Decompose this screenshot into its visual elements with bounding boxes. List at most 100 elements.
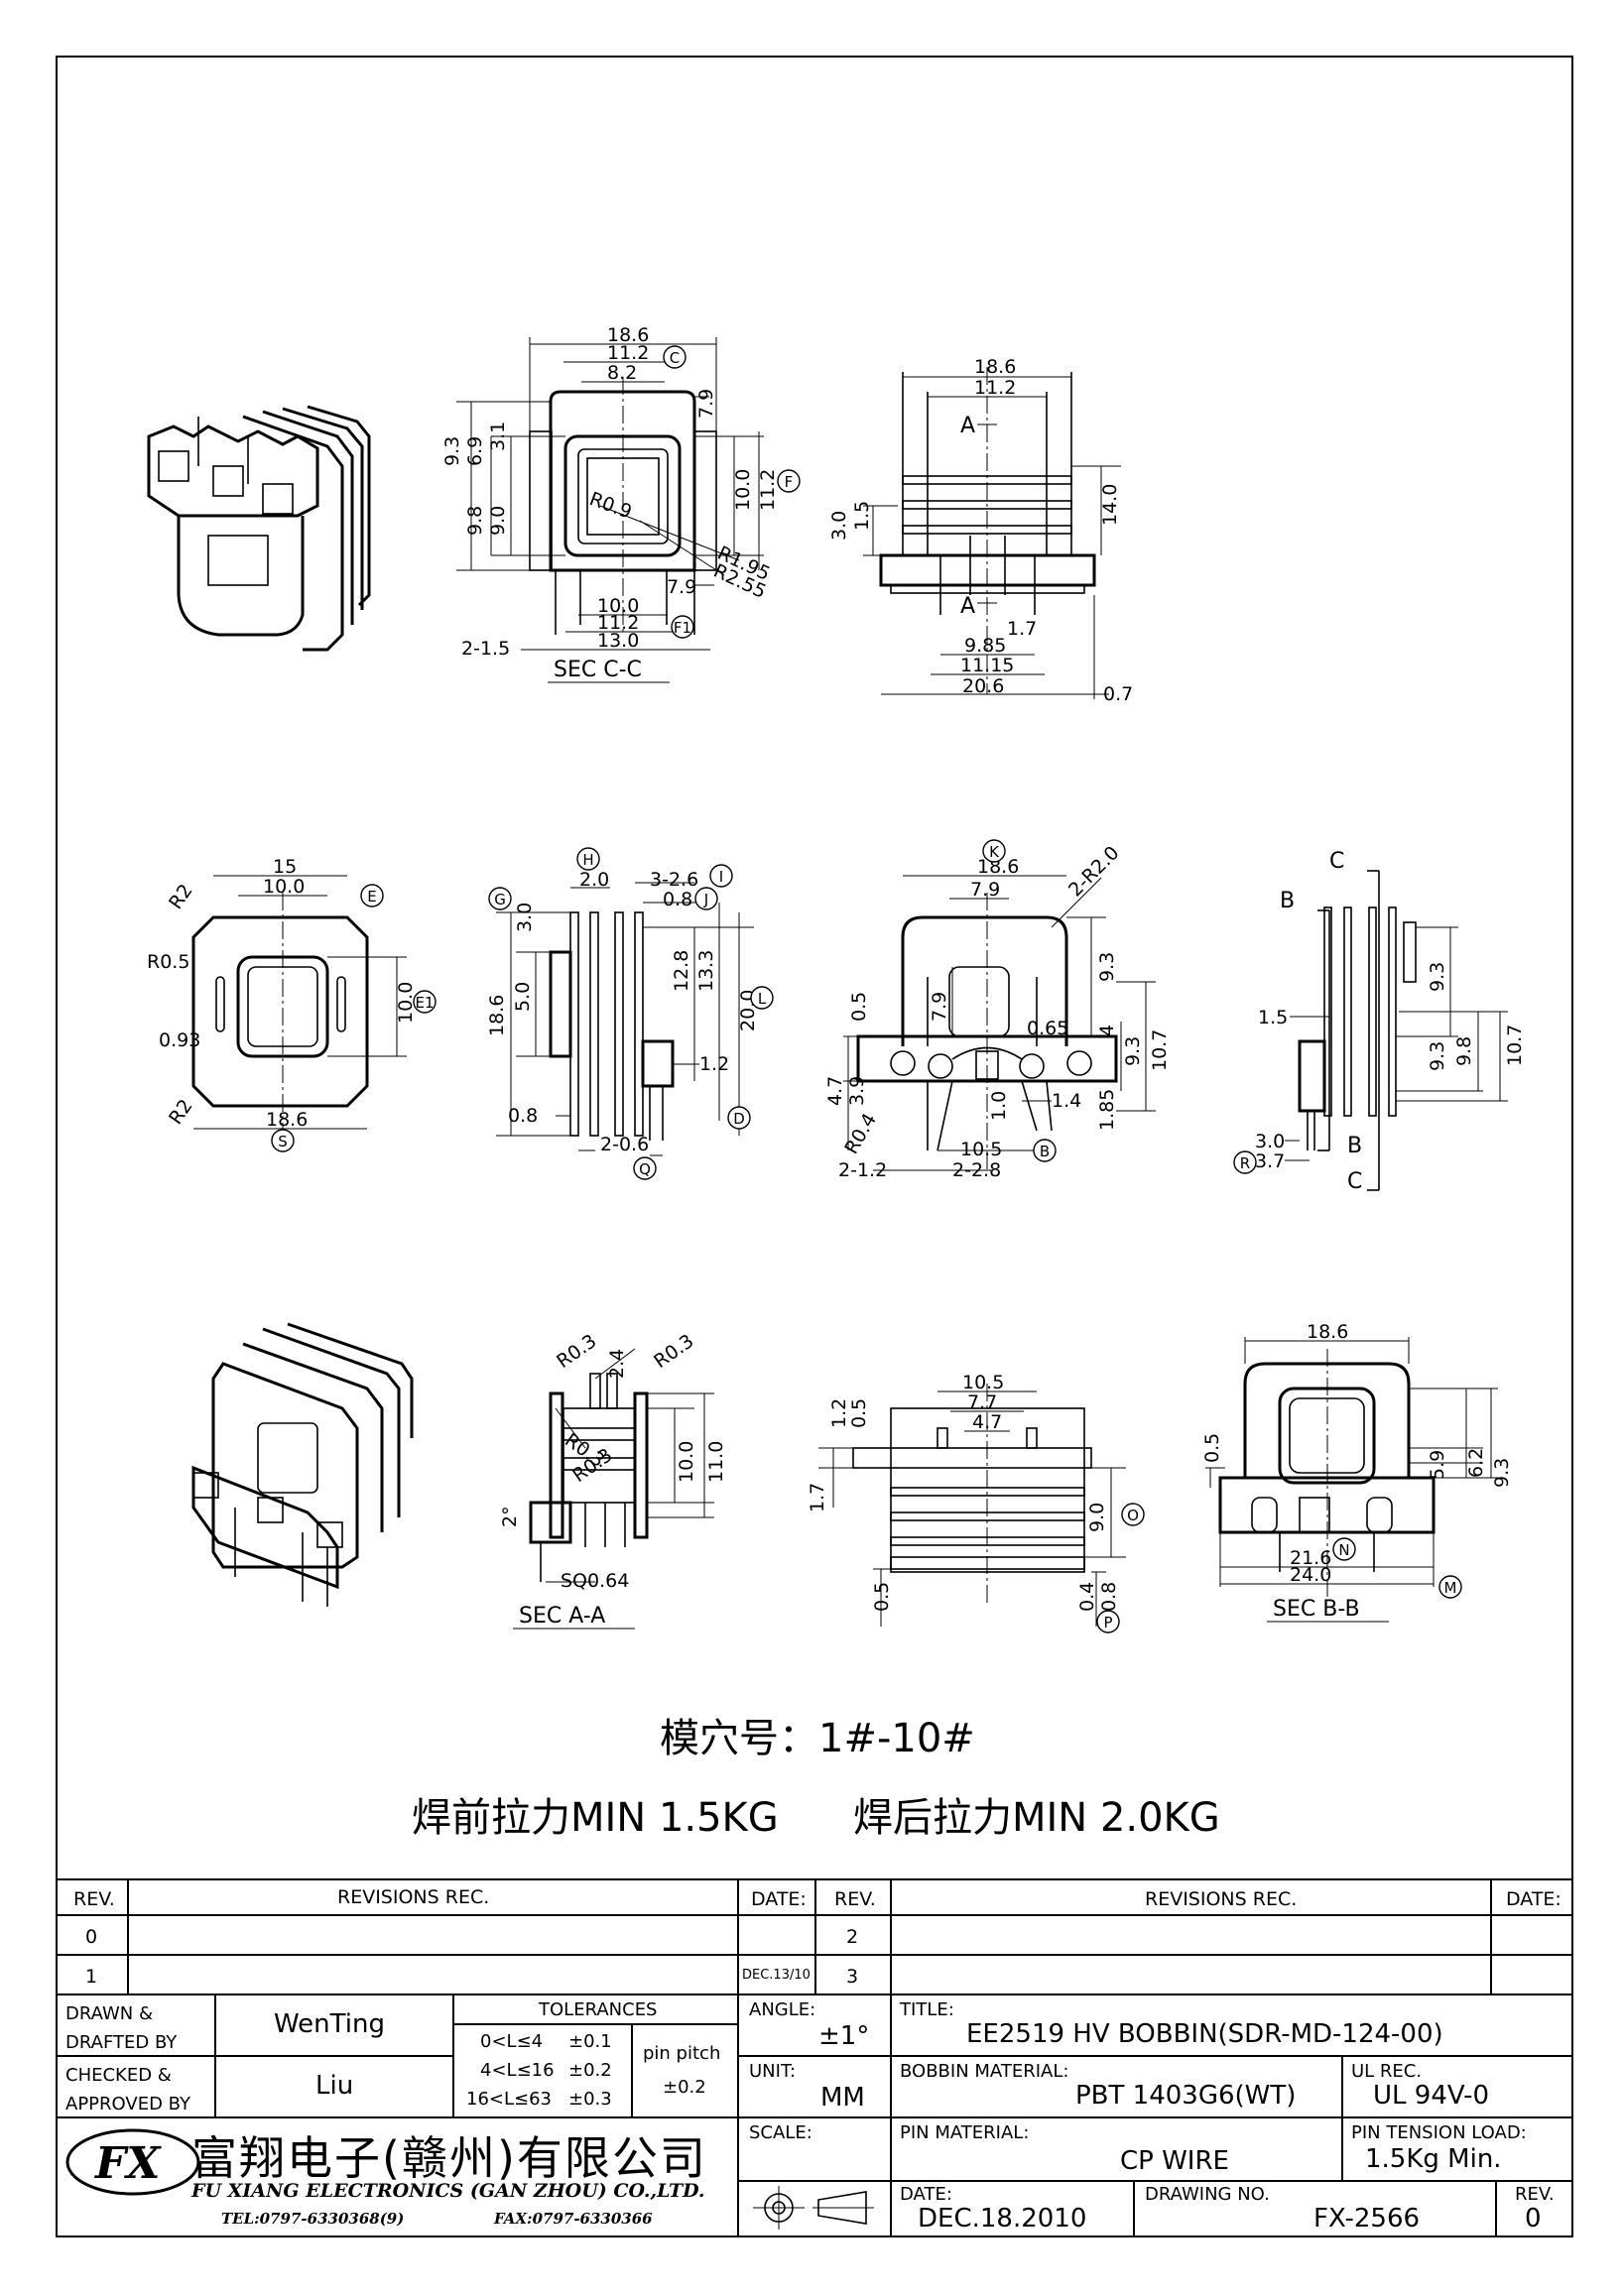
- dim-bv-0-4: 0.4: [1076, 1582, 1098, 1612]
- dim-cc-11-2: 11.2: [607, 342, 649, 364]
- dim-fv-4-7: 4.7: [824, 1076, 846, 1106]
- front-view-middle: 18.6 7.9 2-R2.0 9.3 7.9 0.5 0.65 4 9.3 1…: [824, 839, 1171, 1181]
- dim-cc-11-2v: 11.2: [757, 469, 779, 511]
- dim-bb-5-9: 5.9: [1427, 1450, 1448, 1480]
- dim-fr-11-2: 11.2: [974, 377, 1016, 399]
- label-sec-aa: SEC A-A: [519, 1604, 605, 1629]
- dim-aa-2-4: 2.4: [606, 1349, 628, 1379]
- dim-rv-3-7: 3.7: [1255, 1150, 1285, 1172]
- dim-fv-9-3b: 9.3: [1122, 1036, 1144, 1066]
- dim-cc-9-0: 9.0: [487, 506, 509, 536]
- section-bb-view: 18.6 0.5 5.9 6.2 9.3 21.6 24.0 SEC B-B N…: [1201, 1321, 1513, 1623]
- dim-bv-0-8: 0.8: [1098, 1582, 1120, 1612]
- dim-rv-9-3b: 9.3: [1427, 1041, 1448, 1071]
- label-rv-b-bot: B: [1347, 1134, 1362, 1158]
- unit-value: MM: [820, 2083, 865, 2113]
- title-label: TITLE:: [900, 1999, 954, 2020]
- label-fr-a-bot: A: [960, 594, 975, 619]
- date-header: DATE:: [751, 1888, 807, 1910]
- ul-rec-value: UL 94V-0: [1373, 2081, 1490, 2111]
- dim-bv-7-7: 7.7: [967, 1391, 997, 1413]
- section-cc-view: 18.6 11.2 8.2 7.9 9.3 6.9 3.1 9.8 9.0 R0…: [441, 324, 801, 683]
- dim-fv-9-3a: 9.3: [1096, 952, 1118, 982]
- label-sec-bb: SEC B-B: [1273, 1597, 1360, 1622]
- dim-cc-7-9a: 7.9: [695, 389, 717, 419]
- rev-row-0: 0: [85, 1926, 98, 1948]
- dim-aa-r0-3a: R0.3: [553, 1330, 600, 1373]
- label-rv-c-top: C: [1329, 849, 1344, 874]
- date-label: DATE:: [900, 2184, 952, 2205]
- callout-i: I: [719, 868, 723, 886]
- dim-cc-9-8: 9.8: [464, 506, 486, 536]
- drawn-by: WenTing: [274, 2009, 385, 2039]
- tol-range-2: 16<L≤63: [466, 2089, 553, 2110]
- dim-cc-7-9b: 7.9: [667, 576, 696, 598]
- dim-bb-21-6: 21.6: [1290, 1547, 1331, 1569]
- callout-k: K: [989, 843, 1000, 861]
- dim-fv-1-0: 1.0: [988, 1091, 1010, 1121]
- drawing-frame: [56, 56, 1573, 2237]
- cavity-note: 模穴号：1#-10#: [660, 1716, 975, 1761]
- dim-cc-r0-9: R0.9: [586, 488, 634, 524]
- dim-sv-18-6: 18.6: [486, 995, 508, 1036]
- rev-row-2: 2: [846, 1926, 859, 1948]
- bobbin-material-label: BOBBIN MATERIAL:: [900, 2061, 1069, 2082]
- dim-cc-3-1: 3.1: [487, 422, 509, 451]
- dim-fr-0-7: 0.7: [1103, 683, 1133, 705]
- dim-fr-18-6: 18.6: [974, 356, 1016, 378]
- dim-cc-10-0: 10.0: [597, 595, 639, 617]
- svg-text:FX: FX: [93, 2138, 162, 2189]
- company-name-cn: 富翔电子(赣州)有限公司: [191, 2131, 707, 2185]
- dim-fv-7-9: 7.9: [970, 879, 1000, 901]
- callout-j: J: [703, 891, 708, 908]
- dim-sv-2-0: 2.0: [579, 869, 609, 891]
- side-view: 2.0 3-2.6 0.8 3.0 18.6 5.0 12.8 13.3 20.…: [486, 847, 774, 1180]
- pin-material-label: PIN MATERIAL:: [900, 2122, 1030, 2143]
- tol-value-1: ±0.2: [568, 2060, 612, 2081]
- rev-header-right: REV.: [834, 1888, 876, 1910]
- dim-cc-18-6: 18.6: [607, 324, 649, 346]
- dim-fr-11-15: 11.15: [960, 655, 1014, 676]
- dim-bb-0-5: 0.5: [1201, 1433, 1223, 1463]
- dim-tv-10-0: 10.0: [263, 876, 305, 898]
- iso-view-top: [147, 405, 371, 652]
- dim-fv-2-1-2: 2-1.2: [838, 1159, 887, 1181]
- dim-fv-10-7: 10.7: [1149, 1029, 1171, 1071]
- dim-rv-3-0: 3.0: [1255, 1131, 1285, 1152]
- pin-material-value: CP WIRE: [1120, 2146, 1229, 2176]
- section-aa-view: R0.3 2.4 R0.3 R0.3 R0.3 10.0 11.0 2° SQ0…: [499, 1330, 727, 1630]
- callout-f1: F1: [674, 619, 691, 637]
- drawing-no-value: FX-2566: [1313, 2204, 1421, 2234]
- dim-bv-10-5: 10.5: [962, 1372, 1004, 1393]
- dim-tv-15: 15: [273, 856, 297, 878]
- company-name-en: FU XIANG ELECTRONICS (GAN ZHOU) CO.,LTD.: [191, 2180, 705, 2202]
- dim-tv-r2b: R2: [165, 1096, 197, 1129]
- title-block: REV. REVISIONS REC. DATE: REV. REVISIONS…: [58, 1878, 1571, 2237]
- label-fr-a-top: A: [960, 414, 975, 438]
- dim-fv-r0-4: R0.4: [840, 1110, 881, 1158]
- dim-aa-sq: SQ0.64: [561, 1570, 629, 1592]
- dim-rv-9-3a: 9.3: [1427, 962, 1448, 992]
- label-rv-b-top: B: [1280, 889, 1295, 913]
- dim-tv-0-93: 0.93: [159, 1029, 200, 1051]
- dim-aa-2deg: 2°: [499, 1506, 521, 1527]
- front-view-bottom: 10.5 7.7 4.7 1.2 0.5 1.7 9.0 0.5 0.4 0.8…: [807, 1372, 1145, 1633]
- dim-sv-3-2-6: 3-2.6: [650, 869, 698, 891]
- dim-aa-11-0: 11.0: [705, 1441, 727, 1483]
- callout-c: C: [670, 349, 680, 367]
- pin-tension-value: 1.5Kg Min.: [1365, 2144, 1502, 2174]
- dim-fv-2-2-8: 2-2.8: [952, 1159, 1001, 1181]
- tolerances-label: TOLERANCES: [539, 1999, 658, 2020]
- dim-tv-10-0v: 10.0: [395, 982, 417, 1024]
- dim-cc-6-9: 6.9: [464, 436, 486, 466]
- unit-label: UNIT:: [749, 2061, 797, 2082]
- dim-bv-0-5b: 0.5: [871, 1582, 893, 1612]
- rev-header: REV.: [73, 1888, 115, 1910]
- dim-bv-0-5a: 0.5: [848, 1398, 870, 1428]
- dim-cc-10-0v: 10.0: [732, 469, 754, 511]
- callout-m: M: [1444, 1579, 1457, 1597]
- dim-fv-10-5: 10.5: [960, 1139, 1002, 1160]
- date-value: DEC.18.2010: [918, 2204, 1087, 2234]
- drawing-canvas: 18.6 11.2 8.2 7.9 9.3 6.9 3.1 9.8 9.0 R0…: [147, 324, 1526, 1633]
- scale-label: SCALE:: [749, 2122, 812, 2143]
